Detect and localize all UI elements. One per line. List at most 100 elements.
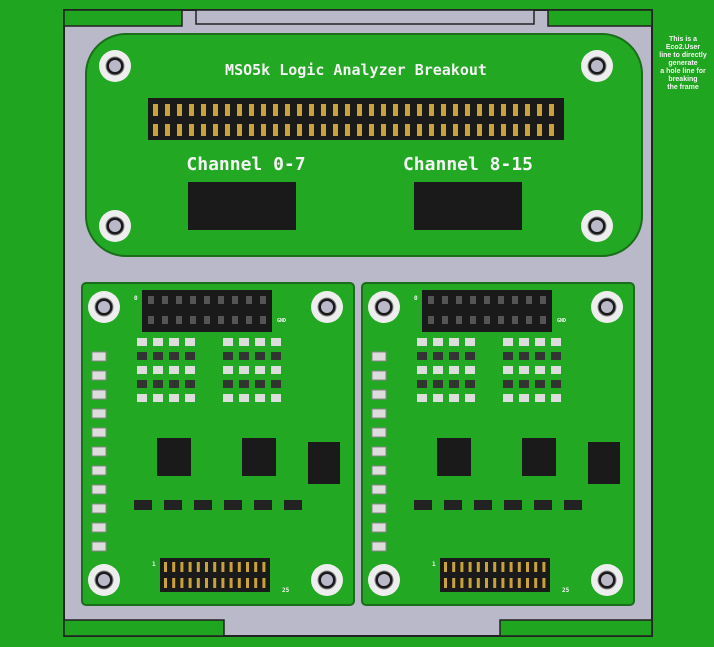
header-pin	[165, 124, 170, 136]
header-pin	[477, 104, 482, 116]
gnd-label: GND	[557, 318, 566, 324]
comparator-ic	[242, 438, 276, 476]
smd-component	[239, 366, 249, 374]
led	[91, 503, 107, 514]
header-pin	[333, 104, 338, 116]
header-pin	[345, 124, 350, 136]
pin-1-label: 1	[432, 561, 436, 568]
led	[91, 522, 107, 533]
smd-component	[417, 380, 427, 388]
ic	[308, 442, 340, 484]
channel-0-7-connector	[188, 182, 296, 230]
smd-component	[185, 394, 195, 402]
smd-component	[137, 380, 147, 388]
smd-component	[551, 366, 561, 374]
smd-component	[564, 500, 582, 510]
smd-component	[254, 500, 272, 510]
smd-component	[519, 394, 529, 402]
smd-component	[153, 394, 163, 402]
smd-component	[417, 394, 427, 402]
header-pin	[381, 124, 386, 136]
smd-component	[535, 366, 545, 374]
led	[371, 370, 387, 381]
header-pin	[537, 124, 542, 136]
smd-component	[137, 394, 147, 402]
smd-component	[284, 500, 302, 510]
header-pin	[213, 124, 218, 136]
pin-25-label: 25	[282, 587, 290, 594]
smd-component	[535, 380, 545, 388]
header-pin	[297, 124, 302, 136]
header-pin	[417, 124, 422, 136]
smd-component	[185, 366, 195, 374]
smd-component	[169, 394, 179, 402]
led	[371, 484, 387, 495]
board-title: MSO5k Logic Analyzer Breakout	[225, 61, 487, 79]
smd-component	[417, 366, 427, 374]
channel-start-label: 0	[414, 295, 418, 302]
header-pin	[393, 124, 398, 136]
smd-component	[534, 500, 552, 510]
header-pin	[261, 104, 266, 116]
led	[91, 351, 107, 362]
smd-component	[433, 338, 443, 346]
led	[91, 408, 107, 419]
led	[371, 408, 387, 419]
header-pin	[501, 104, 506, 116]
header-pin	[285, 124, 290, 136]
header-pin	[489, 124, 494, 136]
header-pin	[429, 124, 434, 136]
header-pin	[357, 124, 362, 136]
led	[91, 370, 107, 381]
smd-component	[223, 380, 233, 388]
header-pin	[165, 104, 170, 116]
header-pin	[321, 104, 326, 116]
note-line: This is a Eco2.User	[665, 36, 701, 51]
smd-component	[551, 394, 561, 402]
header-pin	[549, 104, 554, 116]
smd-component	[255, 338, 265, 346]
header-pin	[201, 124, 206, 136]
smd-component	[255, 352, 265, 360]
mounting-holes	[99, 50, 613, 242]
note-line: line to directly generate	[659, 52, 707, 67]
header-pin	[261, 124, 266, 136]
frame-tabs	[63, 9, 653, 637]
smd-component	[137, 338, 147, 346]
header-pin	[237, 104, 242, 116]
smd-component	[551, 380, 561, 388]
smd-component	[239, 394, 249, 402]
smd-component	[474, 500, 492, 510]
smd-component	[255, 380, 265, 388]
smd-component	[519, 366, 529, 374]
smd-component	[465, 380, 475, 388]
header-pin	[465, 124, 470, 136]
header-pin	[453, 104, 458, 116]
header-pin	[309, 104, 314, 116]
header-pin	[297, 104, 302, 116]
header-pin	[369, 104, 374, 116]
gnd-label: GND	[277, 318, 286, 324]
smd-component	[185, 352, 195, 360]
smd-component	[271, 352, 281, 360]
smd-component	[239, 338, 249, 346]
smd-component	[535, 338, 545, 346]
smd-component	[519, 380, 529, 388]
smd-component	[223, 366, 233, 374]
header-pin	[453, 124, 458, 136]
note-line: a hole line for breaking	[660, 68, 706, 83]
smd-component	[153, 352, 163, 360]
smd-component	[433, 352, 443, 360]
smd-component	[465, 394, 475, 402]
header-pin	[405, 124, 410, 136]
smd-component	[169, 338, 179, 346]
comparator-ic	[437, 438, 471, 476]
led	[371, 503, 387, 514]
led	[371, 351, 387, 362]
led	[371, 427, 387, 438]
led	[371, 541, 387, 552]
led	[371, 522, 387, 533]
